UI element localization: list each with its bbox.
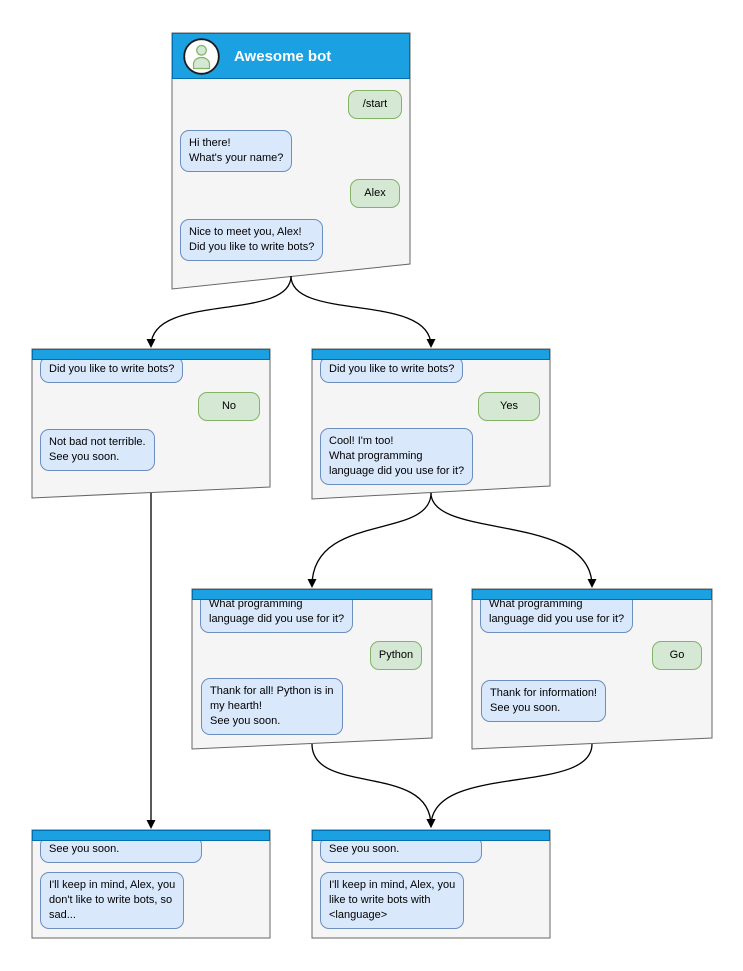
bot-message-bubble: I'll keep in mind, Alex, you don't like … xyxy=(40,872,185,929)
user-message-bubble: /start xyxy=(348,90,402,119)
chat-window-end-yes: See you soon. I'll keep in mind, Alex, y… xyxy=(312,830,550,938)
person-icon xyxy=(183,37,220,75)
window-header xyxy=(32,349,270,360)
arrow-go-to-end-yes xyxy=(426,743,593,828)
bot-message-bubble: Hi there! What's your name? xyxy=(180,130,293,172)
user-message-bubble: Yes xyxy=(478,392,540,421)
arrow-main-to-yes xyxy=(290,275,436,348)
bot-message-bubble: Did you like to write bots? xyxy=(40,356,184,383)
user-message-bubble: Go xyxy=(652,641,702,670)
bot-message-bubble: I'll keep in mind, Alex, you like to wri… xyxy=(320,872,465,929)
window-header xyxy=(312,830,550,841)
bot-message-bubble: Not bad not terrible. See you soon. xyxy=(40,429,155,471)
bot-message-bubble: Nice to meet you, Alex! Did you like to … xyxy=(180,219,324,261)
arrow-yes-to-go xyxy=(430,492,597,588)
arrow-python-to-end-yes xyxy=(311,743,436,828)
window-title: Awesome bot xyxy=(234,47,332,65)
bot-message-bubble: Cool! I'm too! What programming language… xyxy=(320,428,474,485)
window-header: Awesome bot xyxy=(172,33,410,79)
chat-window-branch-yes: Did you like to write bots? Yes Cool! I'… xyxy=(312,349,550,499)
bot-message-bubble: Thank for all! Python is in my hearth! S… xyxy=(201,678,343,735)
chat-window-branch-python: What programming language did you use fo… xyxy=(192,589,432,749)
window-header xyxy=(32,830,270,841)
arrow-yes-to-python xyxy=(307,492,432,588)
user-message-bubble: Alex xyxy=(350,179,400,208)
window-header xyxy=(192,589,432,600)
chat-window-branch-no: Did you like to write bots? No Not bad n… xyxy=(32,349,270,499)
bot-message-bubble: Thank for information! See you soon. xyxy=(481,680,606,722)
bot-message-bubble: Did you like to write bots? xyxy=(320,356,464,383)
chat-window-branch-go: What programming language did you use fo… xyxy=(472,589,712,749)
arrow-main-to-no xyxy=(146,275,292,348)
window-header xyxy=(312,349,550,360)
chat-window-end-no: See you soon. I'll keep in mind, Alex, y… xyxy=(32,830,270,938)
window-header xyxy=(472,589,712,600)
chat-window-main: Awesome bot /start Hi there! What's your… xyxy=(172,33,410,289)
user-message-bubble: Python xyxy=(370,641,422,670)
user-message-bubble: No xyxy=(198,392,260,421)
